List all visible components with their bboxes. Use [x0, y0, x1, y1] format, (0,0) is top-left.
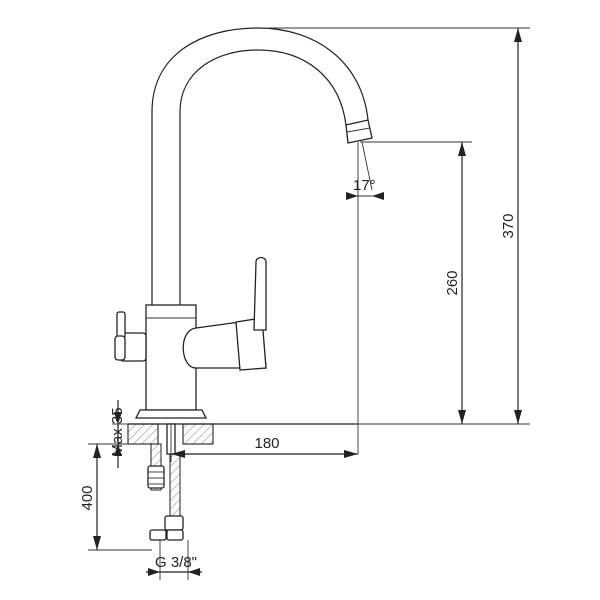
arrow-max35-top	[114, 412, 122, 424]
base-flange	[134, 409, 208, 419]
hose-right	[169, 453, 181, 517]
arrow-400-top	[93, 444, 101, 458]
dim-label-260: 260	[444, 270, 461, 295]
filter-knob-cap	[114, 335, 126, 361]
deck-right	[182, 423, 214, 445]
arrow-260-top	[458, 142, 466, 156]
filter-knob-pin	[116, 311, 126, 339]
spout-tip	[345, 119, 373, 144]
arrow-370-top	[514, 28, 522, 42]
dim-label-max35: Max 35	[109, 407, 126, 456]
deck-left	[127, 423, 159, 445]
arrow-180-right	[344, 450, 358, 458]
lever-handle	[253, 256, 267, 331]
hose-nut-left	[147, 465, 165, 489]
hose-fitting-left-bottom	[149, 529, 167, 541]
arrow-400-bottom	[93, 536, 101, 550]
dim-label-180: 180	[254, 435, 279, 452]
arrow-260-bottom	[458, 410, 466, 424]
angle-17-ray	[361, 141, 373, 191]
arrow-thread-left	[148, 568, 160, 576]
dim-label-370: 370	[500, 213, 517, 238]
arrow-17-left	[346, 192, 358, 200]
hose-fitting-right-bottom	[166, 529, 184, 541]
arrow-180-left	[171, 450, 185, 458]
dim-label-17: 17°	[353, 177, 376, 194]
arrow-thread-right	[188, 568, 200, 576]
spout-tip-ring	[346, 127, 371, 133]
arrow-max35-bottom	[114, 444, 122, 456]
hose-fitting-right	[164, 515, 184, 531]
mixer-cartridge	[235, 317, 267, 371]
dim-label-400: 400	[79, 485, 96, 510]
arrow-17-right	[372, 192, 384, 200]
dim-label-thread: G 3/8"	[155, 554, 197, 571]
arrow-370-bottom	[514, 410, 522, 424]
spout-outer	[151, 27, 369, 305]
spout-inner	[179, 49, 347, 305]
